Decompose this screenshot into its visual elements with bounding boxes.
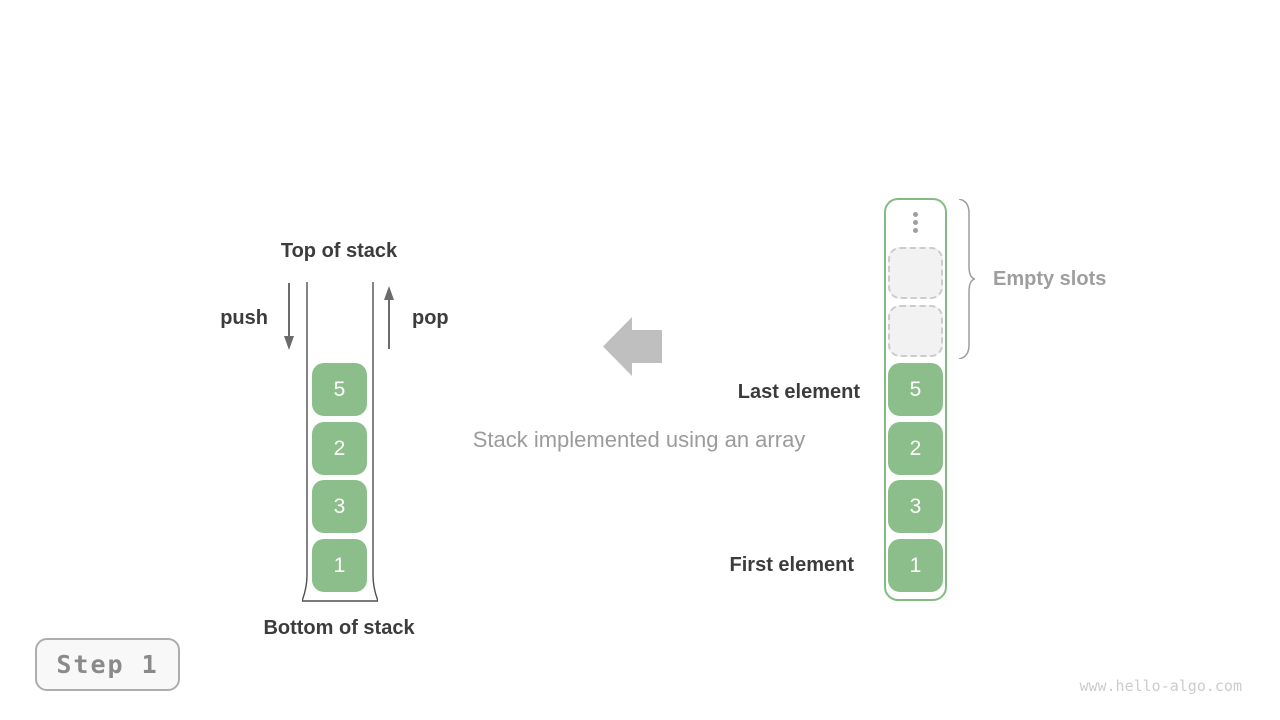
array-cell: 3	[888, 480, 943, 533]
array-cell: 2	[888, 422, 943, 475]
stack-cell: 5	[312, 363, 367, 416]
top-of-stack-label: Top of stack	[280, 240, 398, 262]
vertical-ellipsis-icon	[913, 212, 918, 233]
push-arrow-down-icon	[284, 283, 294, 350]
array-empty-slot	[888, 247, 943, 299]
diagram-caption: Stack implemented using an array	[472, 427, 806, 452]
bottom-of-stack-label: Bottom of stack	[263, 617, 415, 639]
watermark-text: www.hello-algo.com	[1079, 677, 1242, 695]
array-cell: 1	[888, 539, 943, 592]
stack-container-shape	[302, 282, 378, 602]
stack-cell: 1	[312, 539, 367, 592]
empty-slots-label: Empty slots	[993, 268, 1107, 290]
step-badge: Step 1	[35, 638, 180, 691]
push-label: push	[220, 307, 268, 329]
stack-cell: 2	[312, 422, 367, 475]
array-empty-slot	[888, 305, 943, 357]
empty-slots-brace	[958, 199, 975, 359]
last-element-label: Last element	[737, 381, 860, 403]
left-block-arrow-icon	[603, 317, 662, 376]
pop-arrow-up-icon	[384, 286, 394, 349]
stack-cell: 3	[312, 480, 367, 533]
pop-label: pop	[412, 307, 449, 329]
first-element-label: First element	[729, 554, 854, 576]
array-cell: 5	[888, 363, 943, 416]
